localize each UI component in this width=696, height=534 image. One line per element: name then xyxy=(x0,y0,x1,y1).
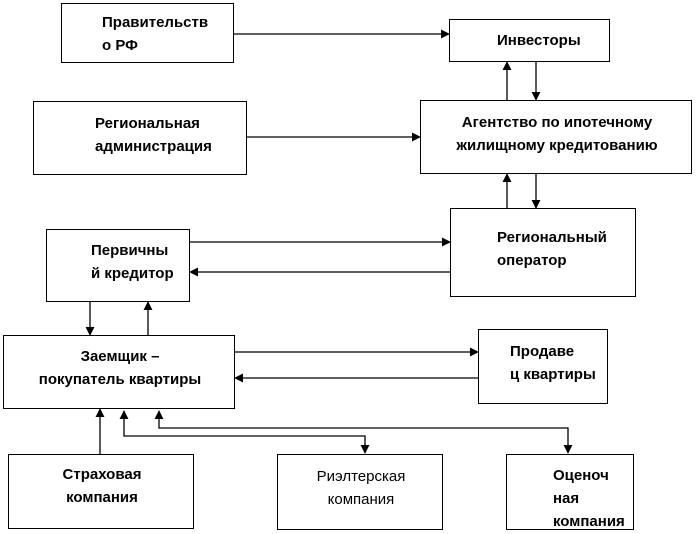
node-investors-label: Инвесторы xyxy=(497,32,581,49)
node-agency: Агентство по ипотечному жилищному кредит… xyxy=(420,100,692,174)
node-agency-label: Агентство по ипотечному жилищному кредит… xyxy=(456,114,658,154)
node-borrower: Заемщик – покупатель квартиры xyxy=(3,335,235,409)
node-seller: Продаве ц квартиры xyxy=(478,329,608,404)
node-regional-operator: Региональный оператор xyxy=(450,208,636,297)
node-government-label: Правительств о РФ xyxy=(102,14,209,54)
arrow-borrower-realtor xyxy=(119,410,370,454)
node-primary-lender-label: Первичны й кредитор xyxy=(91,242,174,282)
node-appraiser-label: Оценоч ная компания xyxy=(553,467,625,530)
node-seller-label: Продаве ц квартиры xyxy=(510,343,596,383)
node-regional-admin-label: Региональная администрация xyxy=(95,115,212,155)
node-investors: Инвесторы xyxy=(449,19,610,62)
node-appraiser: Оценоч ная компания xyxy=(506,454,634,530)
node-borrower-label: Заемщик – покупатель квартиры xyxy=(38,348,202,388)
node-insurance: Страховая компания xyxy=(8,454,194,529)
node-realtor: Риэлтерская компания xyxy=(277,454,443,530)
node-realtor-label: Риэлтерская компания xyxy=(316,468,406,508)
node-insurance-label: Страховая компания xyxy=(62,466,142,506)
node-primary-lender: Первичны й кредитор xyxy=(46,229,190,302)
node-regional-operator-label: Региональный оператор xyxy=(497,229,607,269)
node-regional-admin: Региональная администрация xyxy=(33,101,247,175)
node-government: Правительств о РФ xyxy=(61,3,234,63)
arrow-borrower-appraiser xyxy=(154,410,573,454)
